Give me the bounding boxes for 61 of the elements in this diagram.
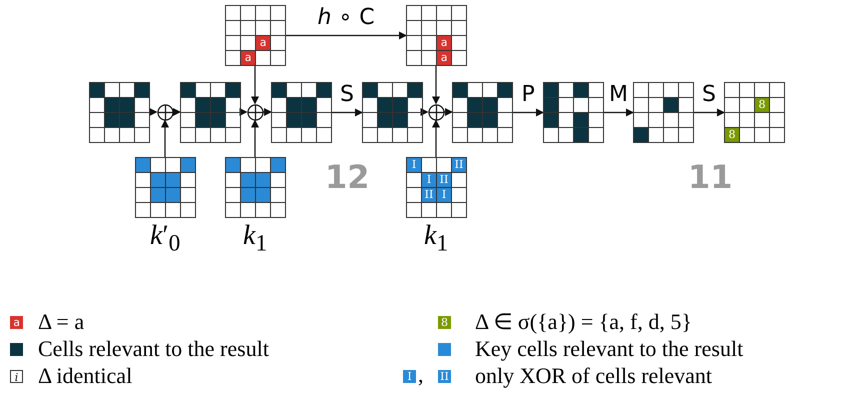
state-grid bbox=[633, 82, 694, 143]
legend-swatch: I bbox=[403, 370, 416, 383]
arrow bbox=[150, 108, 158, 116]
legend-swatch: a bbox=[10, 316, 23, 329]
state-grid bbox=[543, 82, 604, 143]
legend-text: Δ ∈ σ({a}) = {a, f, d, 5} bbox=[475, 309, 692, 335]
difference-cell: 8 bbox=[755, 98, 769, 112]
arrow bbox=[432, 66, 440, 104]
xor-circle bbox=[246, 104, 264, 120]
legend-swatch: II bbox=[438, 370, 451, 383]
separator-comma: , bbox=[418, 362, 424, 388]
state-grid bbox=[225, 5, 286, 66]
arrow bbox=[432, 120, 440, 157]
key-cell: II bbox=[437, 173, 451, 187]
state-grid bbox=[271, 82, 332, 143]
arrow bbox=[513, 108, 544, 116]
state-grid bbox=[452, 82, 513, 143]
difference-cell: a bbox=[437, 51, 451, 65]
xor-circle bbox=[428, 104, 444, 120]
arrow bbox=[420, 108, 428, 116]
difference-cell: a bbox=[241, 51, 255, 65]
key-caption: k$_{1}$ bbox=[243, 220, 268, 258]
arrow bbox=[161, 120, 169, 157]
arrow bbox=[251, 120, 259, 157]
arrow bbox=[604, 108, 634, 116]
legend-swatch: i bbox=[10, 370, 23, 383]
round-count: 12 bbox=[325, 158, 370, 196]
key-cell: II bbox=[452, 158, 466, 172]
state-grid bbox=[724, 82, 785, 143]
arrow bbox=[332, 108, 363, 116]
arrow bbox=[240, 108, 248, 116]
state-grid bbox=[406, 5, 467, 66]
key-cell: I bbox=[422, 173, 436, 187]
state-grid bbox=[180, 82, 241, 143]
xor-circle bbox=[156, 104, 174, 120]
legend-swatch: 8 bbox=[438, 316, 451, 329]
arrow bbox=[444, 108, 453, 116]
arrow bbox=[694, 108, 725, 116]
arrow bbox=[264, 108, 272, 116]
round-count: 11 bbox=[688, 158, 733, 196]
difference-cell: 8 bbox=[725, 128, 739, 142]
arrow bbox=[286, 32, 407, 40]
key-cell: II bbox=[422, 188, 436, 202]
legend-text: Cells relevant to the result bbox=[38, 336, 269, 362]
difference-cell: a bbox=[256, 36, 270, 50]
legend-text: Δ identical bbox=[38, 363, 132, 389]
legend-text: Key cells relevant to the result bbox=[475, 336, 744, 362]
state-grid bbox=[225, 157, 286, 218]
key-caption: k′$_{0}$ bbox=[150, 220, 180, 258]
arrow bbox=[251, 66, 259, 104]
key-cell: I bbox=[437, 188, 451, 202]
arrow bbox=[173, 108, 181, 116]
key-caption: k$_{1}$ bbox=[424, 220, 448, 258]
legend-text: only XOR of cells relevant bbox=[475, 363, 712, 389]
state-grid bbox=[406, 157, 467, 218]
legend-text: Δ = a bbox=[38, 309, 84, 335]
difference-cell: a bbox=[437, 36, 451, 50]
key-cell: I bbox=[407, 158, 421, 172]
state-grid bbox=[89, 82, 150, 143]
state-grid bbox=[362, 82, 423, 143]
state-grid bbox=[135, 157, 196, 218]
